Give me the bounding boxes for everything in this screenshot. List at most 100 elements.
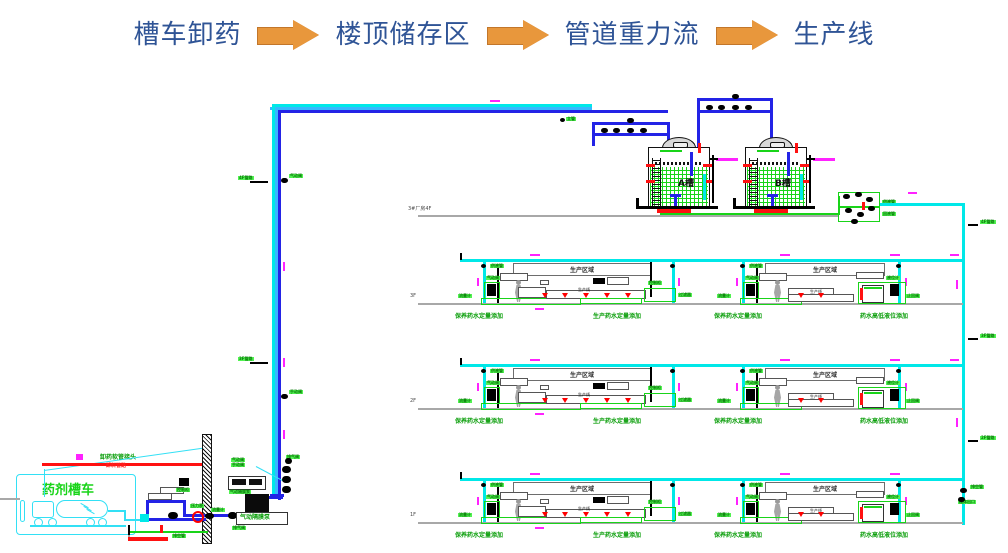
floor-3-tick-bottom1 — [535, 308, 544, 310]
tank-b-magenta-line — [813, 158, 835, 161]
building-floor-4f-line — [418, 215, 838, 217]
floor-2-bay1-right-riser — [650, 367, 652, 402]
floor-1-tick-m1 — [530, 473, 540, 475]
floor-2-bay1-tag3: 气动阀 — [486, 380, 500, 385]
floor-1-bay2-tag2: 供液管 — [749, 482, 763, 487]
cluster-valve-1-icon — [843, 194, 850, 199]
tank-b-cyan-line — [800, 174, 803, 200]
floor-3-drop1-valve-icon — [481, 264, 486, 268]
floor-2-nozzle-5-icon — [625, 398, 631, 403]
unload-bund-red — [128, 537, 168, 541]
floor-1-level-red — [860, 507, 863, 519]
tanker-title: 药剂槽车 — [42, 483, 95, 498]
floor-1-bay1-right-tag2: 过滤器 — [678, 511, 692, 516]
floor-2-bay1-right-tag: 控制柜 — [648, 385, 662, 390]
span-dimension-marker — [76, 454, 83, 460]
floor-3-bay2-tag2: 供液管 — [749, 263, 763, 268]
floor-3-station-maintenance-1: 保养药水定量添加 — [455, 313, 504, 320]
floor-2-bay1-endmachine — [607, 382, 629, 390]
unload-line-blue-1 — [146, 518, 206, 521]
floor-1-bay2-panel — [746, 503, 755, 515]
riser-cyan — [272, 104, 275, 499]
floor-1-bay1-riser — [497, 484, 499, 522]
riser-bottom-valve-2-icon — [282, 476, 291, 483]
floor-2-level-frame — [858, 387, 906, 409]
cluster-valve-2-icon — [855, 192, 862, 197]
tankA-valve-4-icon — [640, 128, 647, 133]
floor-1-prod-label-1: 生产区域 — [569, 486, 594, 493]
floor-2-production-area-2: 生产区域 — [765, 368, 885, 381]
floor-2-prod-label-1: 生产区域 — [569, 372, 594, 379]
tank-b-dip-pipe — [787, 152, 790, 176]
tank-drain-green-riser — [838, 196, 840, 215]
riser-valve-4f-icon — [281, 178, 288, 183]
right-header-cyan — [880, 203, 965, 206]
tankA-feed-lower — [592, 133, 670, 136]
floor-1-mag-drop2 — [678, 497, 680, 505]
tank-a-lid — [662, 137, 696, 148]
floor-2-bay1-right-frame — [644, 393, 676, 407]
riser-blue — [278, 110, 281, 500]
floor-2-bay2-tag2: 供液管 — [749, 368, 763, 373]
right-label-2f: 2F管路 — [980, 435, 996, 440]
floor-3-bay1-panel — [487, 284, 496, 296]
floor-3-level-green — [864, 287, 882, 289]
floor-3-bay2-riser — [756, 265, 758, 303]
floor-2-bay2-tag3: 气动阀 — [745, 380, 759, 385]
floor-2-number: 2F — [410, 398, 417, 404]
floor-1-production-area-2: 生产区域 — [765, 482, 885, 495]
cluster-label-return: 回液管 — [882, 211, 896, 216]
pump-station-label: 气动隔膜泵 — [240, 514, 271, 521]
floor-2-tick-m1 — [530, 359, 540, 361]
annotation-leader-2 — [44, 469, 46, 497]
unload-ctrl-label: 控制柜 — [176, 487, 190, 492]
tank-b-base-left — [733, 198, 736, 209]
tank-b-nozzle-left — [743, 164, 752, 167]
tank-a-magenta-stem — [710, 158, 718, 160]
cluster-valve-6-icon — [868, 206, 875, 211]
label-top-line: 立管 — [566, 116, 576, 121]
floor-2-bay3-machine — [856, 377, 884, 384]
floor-3-production-area-2: 生产区域 — [765, 263, 885, 276]
floor-2-nozzle-3-icon — [583, 398, 589, 403]
floor-3-conveyor-a — [518, 287, 546, 298]
floor-1-bay3-machine — [856, 491, 884, 498]
floor-2-bay1-tag: 流量计 — [458, 398, 472, 403]
tank-a-nozzle-right2 — [703, 180, 712, 183]
floor-1-bay2-riser — [756, 484, 758, 522]
floor-2-level-tag2: 止回阀 — [906, 398, 920, 403]
cluster-valve-7-icon — [851, 219, 858, 224]
floor-3-nozzle-3-icon — [583, 293, 589, 298]
unload-line-blue-5 — [183, 514, 255, 517]
tank-a-green-top — [660, 150, 682, 152]
tankB-feed-riser — [770, 98, 773, 150]
floor-1-station-maintenance-2: 保养药水定量添加 — [714, 532, 763, 539]
valve-top-line-icon — [560, 118, 565, 122]
floor-1-nozzle-3-icon — [583, 512, 589, 517]
tank-a-vent-red — [698, 143, 701, 153]
floor-3-bay1-right-riser — [650, 262, 652, 297]
floor-1-tick-m3 — [890, 473, 900, 475]
riser-bottom-valve-3-icon — [282, 486, 291, 493]
floor-2-station-maintenance-1: 保养药水定量添加 — [455, 418, 504, 425]
floor-1-mag-drop4 — [905, 497, 907, 505]
tank-a-dip-pipe — [690, 152, 693, 176]
tankB-valve-1-icon — [706, 105, 713, 110]
floor-2-drop3-valve-icon — [740, 369, 745, 373]
right-bottom-label2: 槽体出口 — [958, 499, 976, 504]
tank-b-base-manifold — [733, 206, 815, 209]
floor-3-tick-m2 — [780, 254, 790, 256]
tank-drain-green-header — [660, 213, 840, 215]
floor-3-level-frame — [858, 282, 906, 304]
tank-a-label: A槽 — [678, 179, 694, 189]
floor-1-mag-drop1 — [477, 497, 479, 505]
floor-2-bay1-bund2 — [580, 403, 642, 409]
floor-2-bay2-panel — [746, 389, 755, 401]
floor-2-bay1-panel — [487, 389, 496, 401]
floor-3-bay1-endmachine — [607, 277, 629, 285]
floor-1-bay2-tag3: 气动阀 — [745, 494, 759, 499]
floor-2-nozzle-1-icon — [542, 398, 548, 403]
span-dimension-text: 卸料管路 — [106, 463, 127, 469]
riser-bottom-valve-1-icon — [282, 466, 291, 473]
floor-1-nozzle-2-icon — [562, 512, 568, 517]
